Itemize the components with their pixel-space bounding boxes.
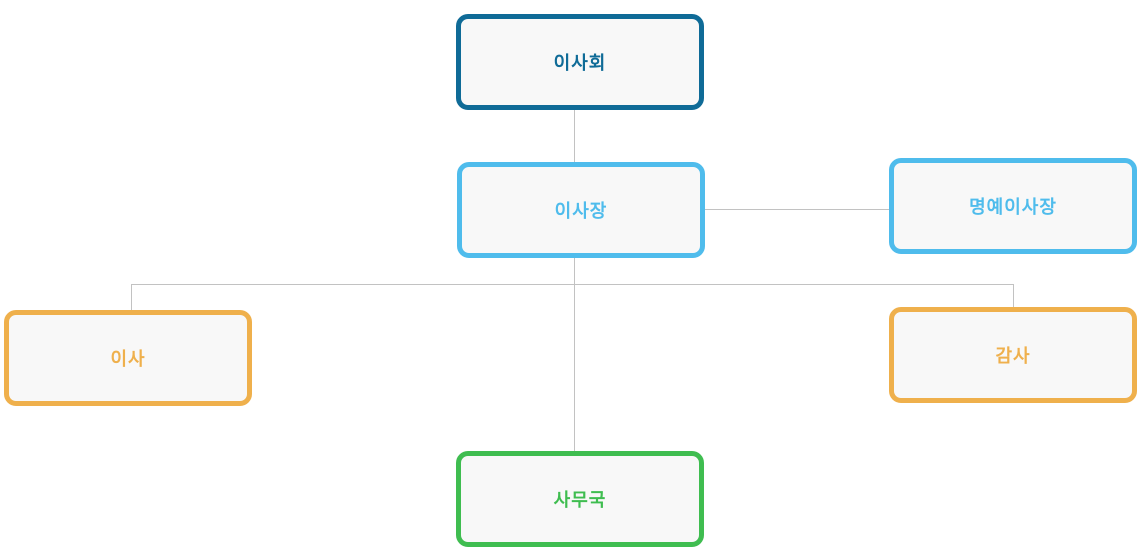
node-secretariat: 사무국 bbox=[456, 451, 704, 547]
node-honorary-chairman: 명예이사장 bbox=[889, 158, 1137, 254]
node-director-label: 이사 bbox=[110, 349, 146, 370]
node-board: 이사회 bbox=[456, 14, 704, 110]
node-honorary-chairman-label: 명예이사장 bbox=[969, 197, 1057, 218]
node-chairman-label: 이사장 bbox=[554, 201, 608, 222]
node-board-label: 이사회 bbox=[553, 53, 607, 74]
node-auditor: 감사 bbox=[889, 307, 1137, 403]
node-auditor-label: 감사 bbox=[995, 346, 1031, 367]
node-secretariat-label: 사무국 bbox=[553, 490, 607, 511]
node-chairman: 이사장 bbox=[457, 162, 705, 258]
node-director: 이사 bbox=[4, 310, 252, 406]
